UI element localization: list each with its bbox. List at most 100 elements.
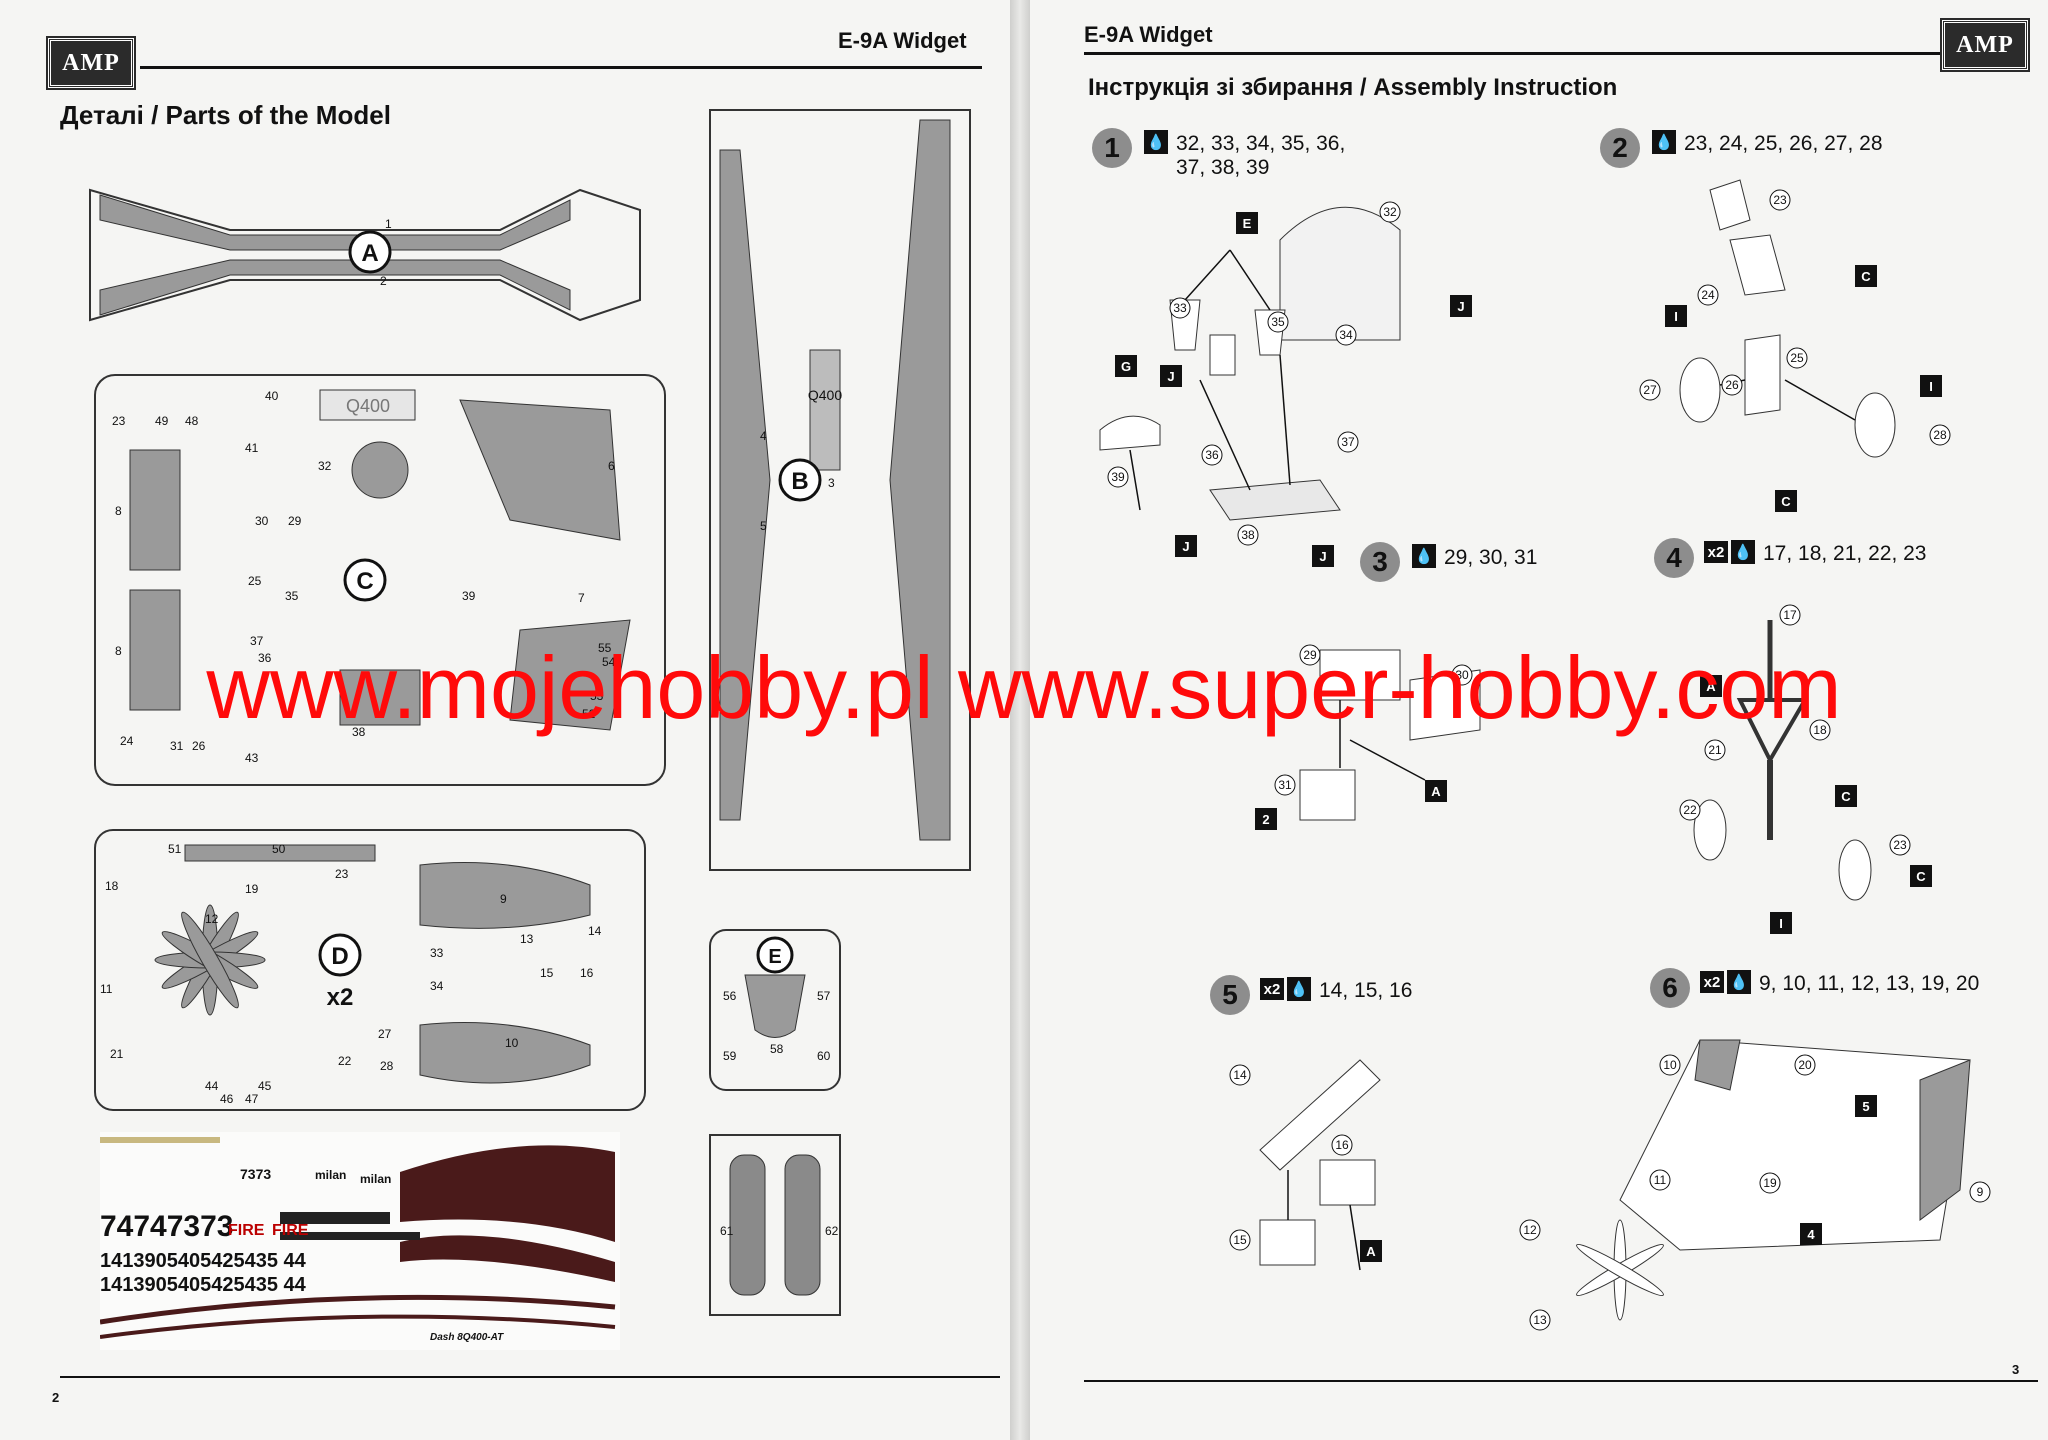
step-6: 6 x2 💧 9, 10, 11, 12, 13, 19, 20 [1650,968,1979,1008]
callout: 22 [1683,803,1697,817]
section-title: Інструкція зі збирання / Assembly Instru… [1088,74,1618,101]
part-label: 50 [272,842,286,856]
callout: 34 [1339,328,1353,342]
part-label: 41 [245,441,259,455]
part-label: 5 [760,519,767,533]
glue-drop-icon: 💧 [1731,540,1755,564]
paint-code: J [1182,539,1189,554]
step-parts: 9, 10, 11, 12, 13, 19, 20 [1759,972,1980,995]
decal-word: milan [360,1172,392,1186]
decal-word: FIRE [228,1222,265,1239]
part-label: 46 [220,1092,234,1106]
part-label: 31 [170,739,184,753]
multiplier-badge: x2 [1260,978,1284,1000]
right-page: E-9A Widget AMP Інструкція зі збирання /… [1030,0,2048,1440]
callout: 25 [1790,351,1804,365]
sub-assembly-ref: 4 [1807,1227,1815,1242]
header-title: E-9A Widget [838,28,967,53]
callout: 33 [1173,301,1187,315]
part-label: 36 [258,651,272,665]
callout: 31 [1278,778,1292,792]
part-label: 2 [380,274,387,288]
part-label: 51 [168,842,182,856]
step-number: 3 [1360,542,1400,582]
header-title: E-9A Widget [1084,22,1213,47]
step-number: 4 [1654,538,1694,578]
callout: 21 [1708,743,1722,757]
part-label: 59 [723,1049,737,1063]
part-label: 3 [828,476,835,490]
callout: 23 [1893,838,1907,852]
part-label: 22 [338,1054,352,1068]
paint-code: J [1167,369,1174,384]
sprue-clear: 61 62 [709,1134,841,1316]
step-number: 5 [1210,975,1250,1015]
callout: 23 [1773,193,1787,207]
footer-rule [60,1376,1000,1378]
step-4-diagram: 17 18 21 22 23 A C C I [1679,604,1932,934]
sprue-d-letter: D [331,943,348,970]
step-1-diagram: 32 33 35 34 37 36 38 39 E J G J J J [1099,201,1472,567]
callout: 11 [1654,1173,1667,1187]
paint-code: J [1457,299,1464,314]
amp-logo: AMP [46,36,136,90]
page-number: 3 [2012,1362,2020,1377]
step-3: 3 💧 29, 30, 31 [1360,542,1537,582]
callout: 19 [1763,1176,1777,1190]
step-5-diagram: 14 16 15 A [1229,1059,1382,1271]
sprue-e-letter: E [768,946,781,968]
callout: 27 [1643,383,1657,397]
sprue-b-panel-text: Q400 [808,387,842,403]
paint-code: G [1121,359,1131,374]
part-label: 25 [248,574,262,588]
decal-artwork [100,1132,620,1350]
decal-serial-row: 1413905405425435 44 [100,1274,306,1296]
callout: 9 [1977,1185,1984,1199]
callout: 18 [1813,723,1827,737]
part-label: 29 [288,514,302,528]
part-label: 6 [608,459,615,473]
part-label: 53 [590,689,604,703]
callout: 17 [1783,608,1797,622]
step-parts: 17, 18, 21, 22, 23 [1763,542,1927,565]
step-parts: 23, 24, 25, 26, 27, 28 [1684,132,1883,155]
part-label: 52 [582,707,596,721]
glue-drop-icon: 💧 [1287,977,1311,1001]
amp-logo: AMP [1940,18,2030,72]
part-label: 33 [430,946,444,960]
part-label: 28 [380,1059,394,1073]
part-label: 60 [817,1049,831,1063]
paint-code: A [1431,784,1441,799]
page-number: 2 [52,1390,60,1405]
part-label: 47 [245,1092,259,1106]
part-label: 14 [588,924,602,938]
part-label: 61 [720,1224,734,1238]
callout: 10 [1663,1058,1677,1072]
part-label: 37 [250,634,264,648]
step-number: 2 [1600,128,1640,168]
paint-code: I [1674,309,1678,324]
step-2: 2 💧 23, 24, 25, 26, 27, 28 [1600,128,1883,168]
sprue-c: Q400 C 23 49 48 40 41 32 6 8 30 29 25 35… [94,374,666,786]
step-number: 1 [1092,128,1132,168]
sub-assembly-ref: 2 [1262,812,1269,827]
part-label: 19 [245,882,259,896]
callout: 16 [1335,1138,1349,1152]
glue-drop-icon: 💧 [1652,130,1676,154]
callout: 15 [1233,1233,1247,1247]
part-label: 55 [598,641,612,655]
part-label: 45 [258,1079,272,1093]
part-label: 9 [500,892,507,906]
callout: 30 [1455,668,1469,682]
paint-code: A [1706,679,1716,694]
paint-code: C [1841,789,1851,804]
callout: 29 [1303,648,1317,662]
part-label: 24 [120,734,134,748]
part-label: 43 [245,751,259,765]
decal-word: FIRE [272,1222,309,1239]
paint-code: I [1929,379,1933,394]
sprue-a-letter: A [361,240,378,267]
part-label: 48 [185,414,199,428]
book-spine [1010,0,1030,1440]
sprue-d: D x2 51 50 23 18 19 9 12 13 14 11 33 34 … [94,829,646,1111]
